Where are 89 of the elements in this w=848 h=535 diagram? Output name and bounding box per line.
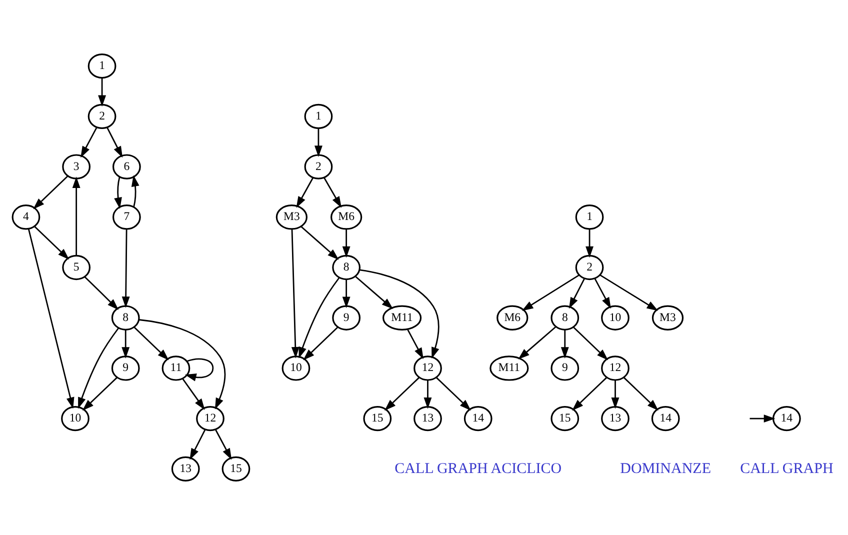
node-ellipse: 3 (62, 154, 91, 180)
arrow (82, 377, 118, 411)
node-ellipse: 12 (196, 406, 224, 432)
arrow (190, 430, 206, 460)
arrow (611, 380, 620, 409)
node-ellipse: 12 (601, 356, 630, 381)
arrow (33, 176, 68, 210)
node-ellipse: 15 (222, 456, 250, 482)
arrow (84, 276, 119, 310)
arrow (131, 175, 140, 207)
arrow (80, 127, 98, 158)
arrow (406, 328, 424, 360)
arrow (518, 326, 556, 360)
node-ellipse: 13 (171, 456, 200, 482)
arrow (98, 78, 106, 107)
node-ellipse: 9 (111, 356, 140, 381)
node-ellipse: 6 (112, 154, 141, 180)
node-ellipse: 10 (282, 356, 310, 381)
node-ellipse: 13 (601, 406, 630, 432)
node-ellipse: 2 (575, 254, 604, 280)
node-ellipse: 8 (332, 254, 361, 280)
node-ellipse: 4 (12, 204, 40, 230)
label: CALL GRAPH (740, 460, 834, 477)
arrow (568, 278, 585, 309)
node-ellipse: 14 (772, 406, 801, 432)
arrow (384, 377, 420, 411)
node-ellipse: 8 (111, 305, 140, 330)
node-ellipse: 2 (304, 154, 333, 180)
arrow (314, 128, 322, 158)
node-ellipse: 15 (550, 406, 580, 432)
arrow (296, 177, 314, 208)
node-ellipse: 9 (550, 356, 580, 381)
arrow (522, 274, 580, 311)
arrow (573, 326, 608, 360)
node-ellipse: 7 (112, 204, 141, 230)
node-ellipse: 14 (651, 406, 680, 432)
arrow (72, 176, 80, 256)
arrow (78, 328, 120, 409)
node-ellipse: 10 (601, 305, 630, 330)
arrow (572, 377, 607, 411)
arrow (303, 326, 338, 360)
arrow (215, 430, 232, 460)
arrow (624, 377, 658, 411)
arrow (355, 276, 394, 310)
arrow (424, 380, 432, 409)
node-ellipse: M11 (382, 305, 422, 330)
label: DOMINANZE (620, 460, 712, 477)
arrow (122, 330, 130, 358)
arrow (184, 358, 214, 382)
node-ellipse: 15 (363, 406, 392, 432)
node-ellipse: 2 (88, 104, 116, 130)
label: CALL GRAPH ACICLICO (394, 460, 562, 477)
arrow (594, 278, 611, 309)
node-ellipse: 1 (575, 204, 604, 230)
node-ellipse: 9 (332, 305, 361, 330)
arrow (360, 269, 440, 359)
arrow (139, 319, 226, 410)
node-ellipse: 13 (414, 406, 442, 432)
arrow (586, 229, 594, 258)
arrow (114, 177, 122, 209)
arrow (600, 274, 658, 311)
node-ellipse: M6 (330, 204, 362, 230)
node-ellipse: 5 (62, 254, 91, 280)
arrow (182, 378, 205, 410)
node-ellipse: M6 (496, 305, 528, 330)
node-ellipse: 1 (304, 104, 333, 130)
arrow (300, 226, 339, 260)
node-ellipse: M3 (652, 305, 684, 330)
node-ellipse: 10 (61, 406, 90, 432)
arrow (28, 228, 74, 409)
arrow (122, 229, 130, 308)
arrow (436, 377, 471, 411)
arrow (560, 330, 569, 358)
arrow (342, 229, 350, 258)
arrow (106, 127, 123, 158)
arrow (324, 177, 342, 208)
node-ellipse: M3 (276, 204, 308, 230)
node-ellipse: 1 (88, 53, 116, 79)
arrow (298, 277, 340, 358)
arrow (750, 414, 776, 423)
node-ellipse: M11 (490, 356, 529, 381)
node-ellipse: 11 (162, 356, 190, 381)
arrow (134, 326, 169, 360)
node-ellipse: 14 (464, 406, 492, 432)
arrow (34, 226, 70, 260)
arrow (291, 229, 300, 358)
node-ellipse: 12 (414, 356, 442, 381)
node-ellipse: 8 (550, 305, 580, 330)
arrow (342, 280, 350, 308)
